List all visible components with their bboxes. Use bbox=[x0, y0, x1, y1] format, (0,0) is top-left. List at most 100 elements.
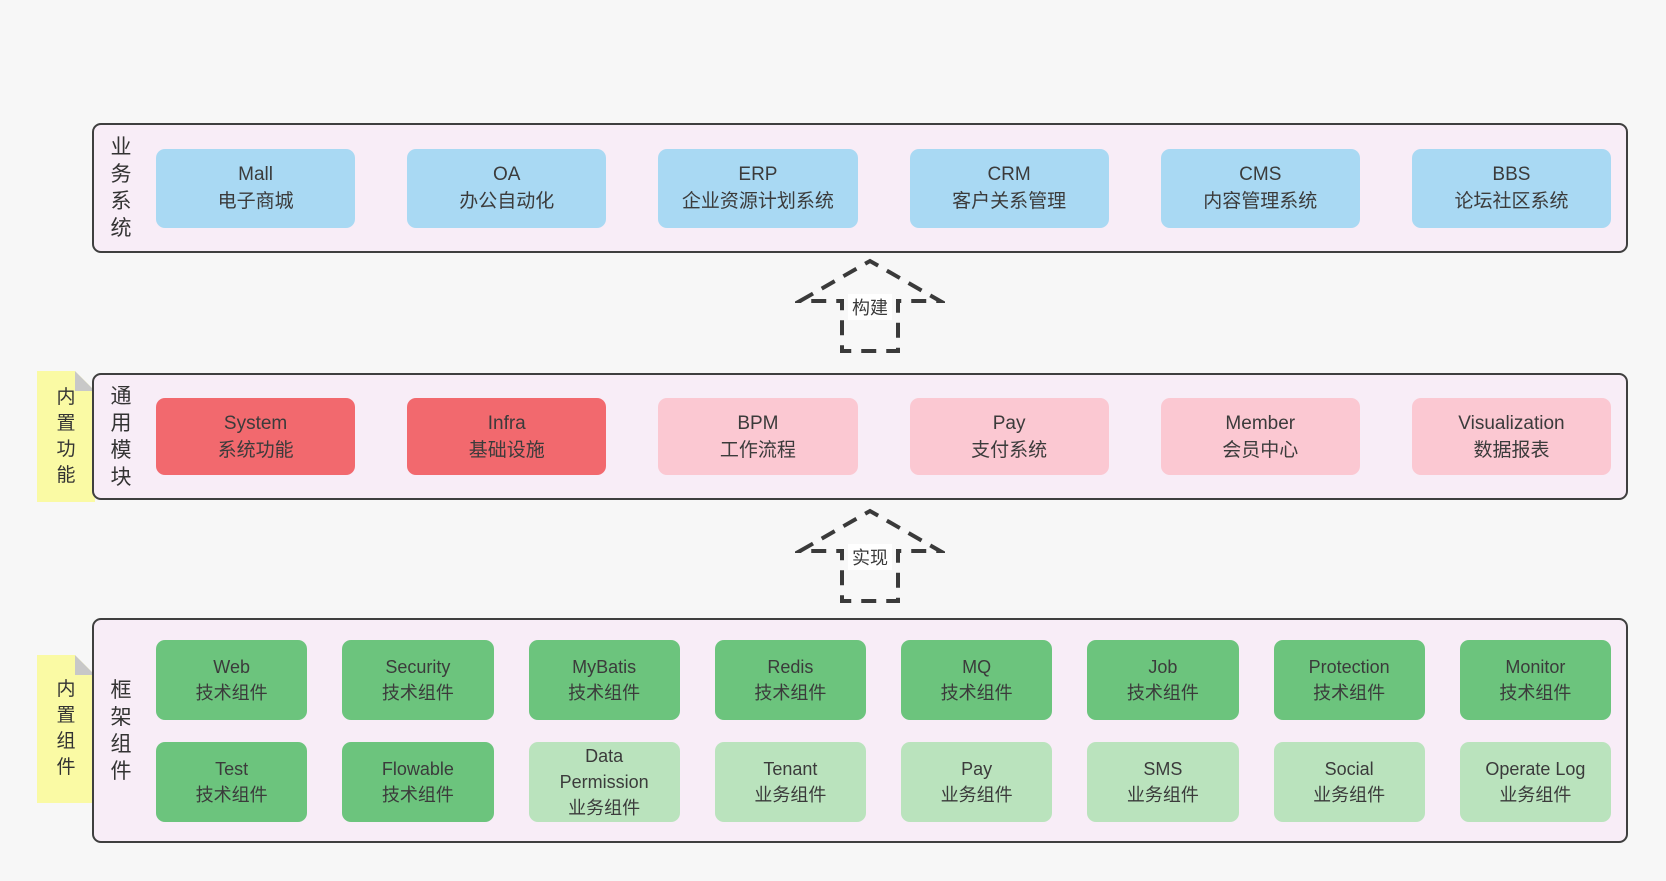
box-title: ERP bbox=[738, 164, 778, 185]
box-title: Social bbox=[1324, 758, 1374, 779]
box-social: Social 业务组件 bbox=[1273, 741, 1425, 822]
box-subtitle: 业务组件 bbox=[1313, 784, 1386, 805]
box-subtitle: 技术组件 bbox=[1499, 682, 1572, 703]
box-subtitle: 电子商城 bbox=[217, 191, 294, 212]
box-subtitle: 会员中心 bbox=[1222, 439, 1299, 461]
component-row-1: Web 技术组件 Security 技术组件 MyBatis 技术组件 Redi… bbox=[156, 639, 1611, 720]
box-subtitle: 技术组件 bbox=[195, 682, 268, 703]
band-components-label: 框架组件 bbox=[110, 678, 132, 783]
box-member: Member 会员中心 bbox=[1160, 398, 1360, 475]
box-title: Mall bbox=[238, 164, 273, 185]
box-subtitle: 技术组件 bbox=[381, 682, 454, 703]
box-title: Web bbox=[213, 656, 250, 677]
box-mybatis: MyBatis 技术组件 bbox=[528, 639, 680, 720]
box-title: Job bbox=[1148, 656, 1178, 677]
box-subtitle: 技术组件 bbox=[1313, 682, 1386, 703]
box-oa: OA 办公自动化 bbox=[407, 148, 607, 228]
box-subtitle: 技术组件 bbox=[568, 682, 641, 703]
box-subtitle: 支付系统 bbox=[971, 439, 1048, 461]
box-subtitle: 技术组件 bbox=[940, 682, 1013, 703]
box-web: Web 技术组件 bbox=[156, 639, 308, 720]
box-redis: Redis 技术组件 bbox=[714, 639, 866, 720]
box-title: Monitor bbox=[1505, 656, 1566, 677]
box-subtitle: 工作流程 bbox=[719, 439, 796, 461]
box-subtitle: 技术组件 bbox=[195, 784, 268, 805]
box-subtitle: 业务组件 bbox=[940, 784, 1013, 805]
component-rows: Web 技术组件 Security 技术组件 MyBatis 技术组件 Redi… bbox=[156, 639, 1611, 822]
box-title: Operate Log bbox=[1485, 758, 1586, 779]
band-business-label: 业务系统 bbox=[110, 136, 132, 240]
box-visualization: Visualization 数据报表 bbox=[1411, 398, 1612, 475]
box-title: Tenant bbox=[763, 758, 818, 779]
box-subtitle: 内容管理系统 bbox=[1203, 191, 1318, 212]
box-test: Test 技术组件 bbox=[156, 741, 308, 822]
box-subtitle: 办公自动化 bbox=[459, 191, 555, 212]
box-title: Pay bbox=[992, 412, 1026, 434]
box-bpm: BPM 工作流程 bbox=[658, 398, 858, 475]
business-boxes: Mall 电子商城 OA 办公自动化 ERP 企业资源计划系统 CRM 客户关系… bbox=[156, 148, 1612, 228]
box-subtitle: 系统功能 bbox=[217, 439, 294, 461]
box-title: OA bbox=[493, 164, 521, 185]
sticky-label: 内置功能 bbox=[56, 386, 76, 486]
box-title: Infra bbox=[487, 412, 526, 434]
band-business-systems: 业务系统 Mall 电子商城 OA 办公自动化 ERP 企业资源计划系统 CRM… bbox=[92, 123, 1628, 253]
box-title: BBS bbox=[1492, 164, 1531, 185]
box-title: System bbox=[223, 412, 288, 434]
box-mall: Mall 电子商城 bbox=[156, 148, 356, 228]
box-tenant: Tenant 业务组件 bbox=[714, 741, 866, 822]
box-security: Security 技术组件 bbox=[342, 639, 494, 720]
box-job: Job 技术组件 bbox=[1087, 639, 1239, 720]
box-pay-component: Pay 业务组件 bbox=[901, 741, 1053, 822]
component-row-2: Test 技术组件 Flowable 技术组件 Data Permission … bbox=[156, 741, 1611, 822]
box-title: Test bbox=[215, 758, 249, 779]
box-title: SMS bbox=[1143, 758, 1183, 779]
box-title: Security bbox=[385, 656, 451, 677]
box-erp: ERP 企业资源计划系统 bbox=[658, 148, 858, 228]
box-data-permission: Data Permission 业务组件 bbox=[528, 741, 680, 822]
band-common-modules: 通用模块 System 系统功能 Infra 基础设施 BPM 工作流程 Pay… bbox=[92, 373, 1628, 500]
box-subtitle: 业务组件 bbox=[1499, 784, 1572, 805]
box-subtitle: 基础设施 bbox=[468, 439, 545, 461]
box-title: MyBatis bbox=[572, 656, 637, 677]
implement-arrow: 实现 bbox=[795, 506, 945, 606]
box-subtitle: 技术组件 bbox=[1126, 682, 1199, 703]
box-title: Pay bbox=[961, 758, 993, 779]
box-title: Protection bbox=[1308, 656, 1390, 677]
build-arrow: 构建 bbox=[795, 256, 945, 356]
box-monitor: Monitor 技术组件 bbox=[1459, 639, 1611, 720]
box-title: Visualization bbox=[1458, 412, 1565, 434]
box-title: CMS bbox=[1239, 164, 1282, 185]
build-arrow-label: 构建 bbox=[848, 294, 892, 320]
sticky-label: 内置组件 bbox=[56, 679, 76, 778]
box-subtitle: 客户关系管理 bbox=[952, 191, 1067, 212]
box-title: CRM bbox=[987, 164, 1031, 185]
box-subtitle: 技术组件 bbox=[381, 784, 454, 805]
box-subtitle: 业务组件 bbox=[754, 784, 827, 805]
box-protection: Protection 技术组件 bbox=[1273, 639, 1425, 720]
box-subtitle: 技术组件 bbox=[754, 682, 827, 703]
box-subtitle: 业务组件 bbox=[568, 797, 641, 818]
box-title: Member bbox=[1225, 412, 1296, 434]
box-operate-log: Operate Log 业务组件 bbox=[1459, 741, 1611, 822]
box-bbs: BBS 论坛社区系统 bbox=[1411, 148, 1612, 228]
implement-arrow-label: 实现 bbox=[848, 544, 892, 570]
box-title: BPM bbox=[737, 412, 779, 434]
band-framework-components: 框架组件 Web 技术组件 Security 技术组件 MyBatis 技术组件… bbox=[92, 618, 1628, 843]
box-title: Flowable bbox=[381, 758, 454, 779]
box-subtitle: 企业资源计划系统 bbox=[681, 191, 834, 212]
box-subtitle: 数据报表 bbox=[1473, 439, 1550, 461]
box-title: MQ bbox=[962, 656, 992, 677]
box-title: Redis bbox=[767, 656, 814, 677]
box-system: System 系统功能 bbox=[156, 398, 356, 475]
box-crm: CRM 客户关系管理 bbox=[909, 148, 1109, 228]
module-boxes: System 系统功能 Infra 基础设施 BPM 工作流程 Pay 支付系统… bbox=[156, 398, 1612, 475]
box-sms: SMS 业务组件 bbox=[1087, 741, 1239, 822]
box-subtitle: 论坛社区系统 bbox=[1454, 191, 1569, 212]
sticky-built-in-components: 内置组件 bbox=[37, 655, 95, 803]
band-modules-label: 通用模块 bbox=[110, 384, 132, 489]
box-cms: CMS 内容管理系统 bbox=[1160, 148, 1360, 228]
box-flowable: Flowable 技术组件 bbox=[342, 741, 494, 822]
box-subtitle: 业务组件 bbox=[1126, 784, 1199, 805]
box-mq: MQ 技术组件 bbox=[901, 639, 1053, 720]
